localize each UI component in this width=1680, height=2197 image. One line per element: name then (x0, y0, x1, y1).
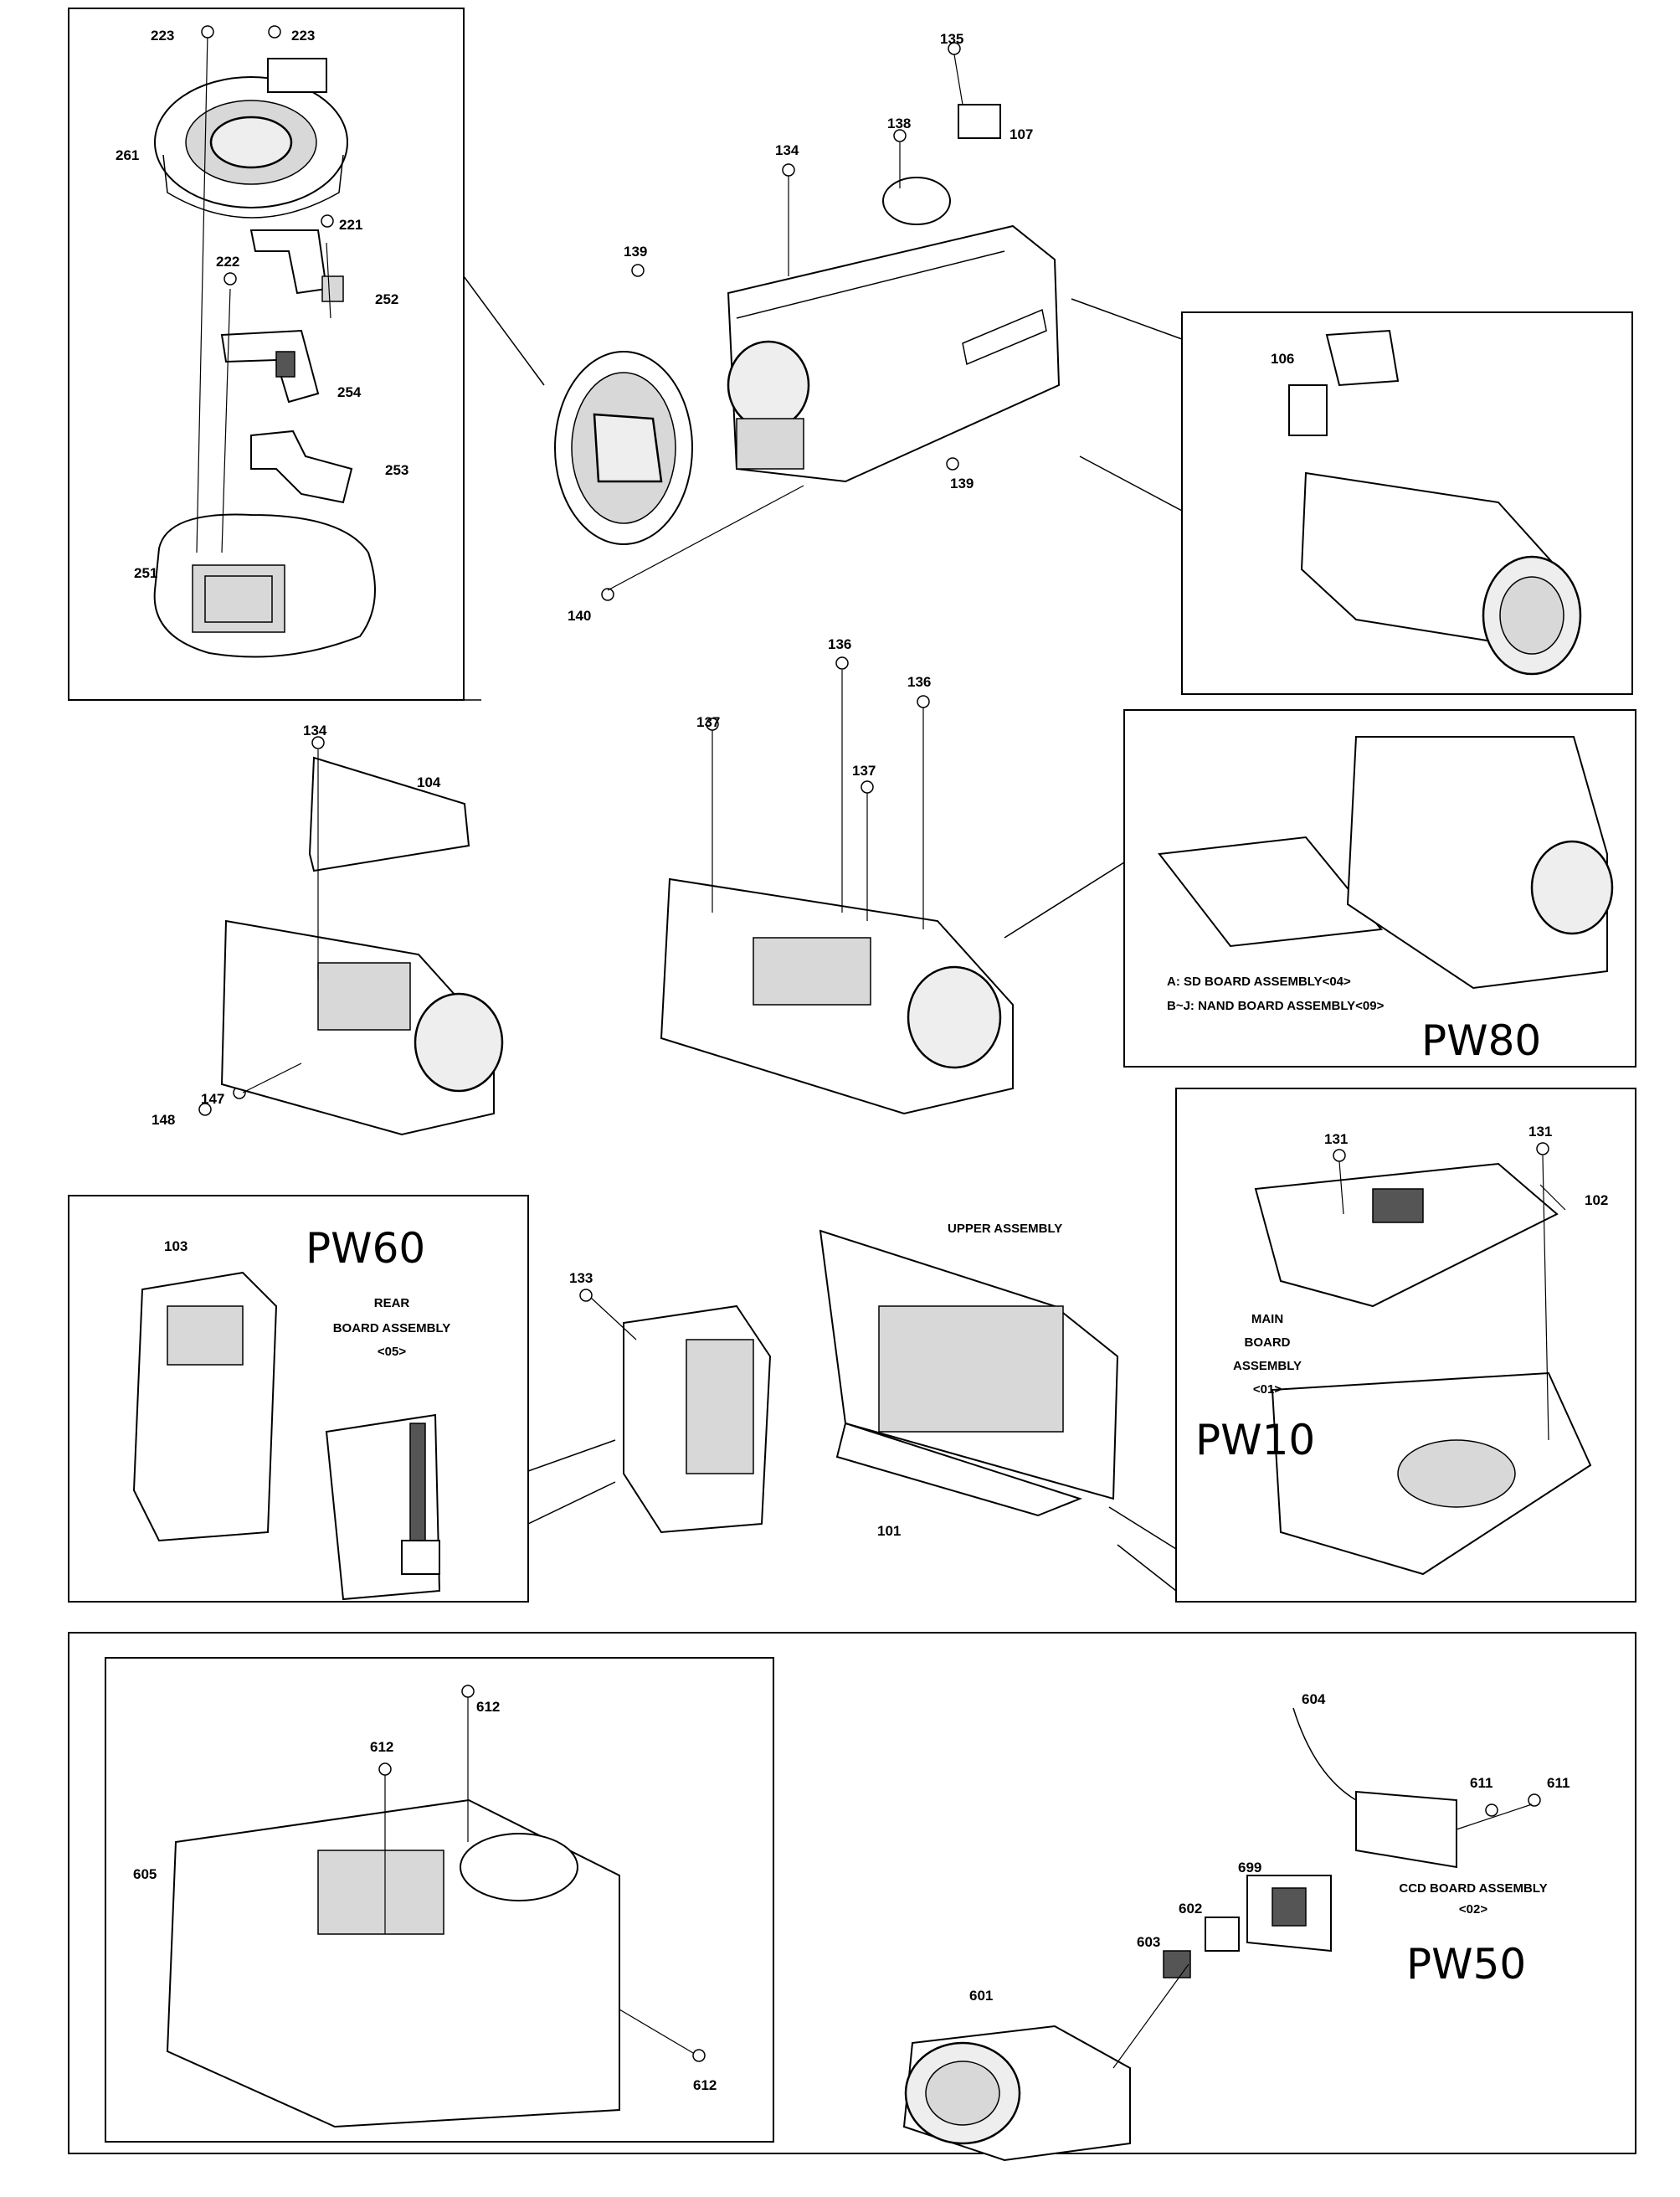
part-131b: 131 (1528, 1124, 1552, 1140)
part-253: 253 (385, 462, 408, 478)
part-603: 603 (1137, 1934, 1160, 1950)
part-602: 602 (1179, 1901, 1202, 1917)
part-601: 601 (969, 1988, 993, 2004)
label-main-3: ASSEMBLY (1233, 1359, 1302, 1373)
note-pw10: PW10 (1195, 1416, 1315, 1464)
part-104: 104 (417, 774, 441, 790)
part-136b: 136 (907, 674, 931, 690)
screws (198, 25, 1549, 2062)
part-612c: 612 (693, 2077, 717, 2093)
label-ccd-1: CCD BOARD ASSEMBLY (1399, 1881, 1547, 1896)
part-252: 252 (375, 291, 398, 307)
lens-barrel-group (153, 33, 376, 658)
upper-assembly-group (819, 1229, 1119, 1517)
nand-board-group (1158, 736, 1614, 990)
part-133: 133 (569, 1270, 593, 1286)
part-612b: 612 (370, 1739, 393, 1755)
label-main-1: MAIN (1251, 1312, 1283, 1326)
frame-104-group (220, 749, 504, 1136)
part-131a: 131 (1324, 1131, 1348, 1147)
part-148: 148 (152, 1112, 175, 1128)
part-223a: 223 (151, 28, 174, 44)
frame-lens-barrel (68, 8, 465, 701)
part-251: 251 (134, 565, 157, 581)
part-147: 147 (201, 1091, 224, 1107)
part-135: 135 (940, 31, 963, 47)
part-103: 103 (164, 1238, 188, 1254)
part-139b: 139 (950, 476, 974, 491)
label-rear-1: REAR (374, 1296, 410, 1310)
part-261: 261 (116, 147, 139, 163)
part-699: 699 (1238, 1860, 1261, 1875)
part-139a: 139 (624, 244, 647, 260)
part-106: 106 (1271, 351, 1294, 367)
part-221: 221 (339, 217, 362, 233)
label-nand-board: B~J: NAND BOARD ASSEMBLY<09> (1167, 999, 1385, 1013)
note-pw80: PW80 (1421, 1016, 1541, 1065)
part-223b: 223 (291, 28, 315, 44)
callout-lines (463, 275, 1183, 1592)
frame-rear-board (68, 1195, 529, 1603)
frame-ccd-block (68, 1632, 1636, 2154)
chassis-middle-group (660, 670, 1014, 1115)
part-101: 101 (877, 1523, 901, 1539)
part-136a: 136 (828, 636, 851, 652)
part-137a: 137 (696, 714, 720, 730)
frame-top-cover (1181, 311, 1633, 695)
note-pw50: PW50 (1406, 1940, 1526, 1989)
part-612a: 612 (476, 1699, 500, 1715)
part-254: 254 (337, 384, 362, 400)
camera-body-top (554, 54, 1061, 591)
frame-main-board (1175, 1088, 1636, 1603)
label-upper-assembly: UPPER ASSEMBLY (948, 1222, 1062, 1236)
ccd-block-group (902, 1707, 1533, 2162)
label-ccd-2: <02> (1459, 1902, 1487, 1917)
part-137b: 137 (852, 763, 876, 779)
note-pw60: PW60 (306, 1224, 425, 1273)
part-222: 222 (216, 254, 239, 270)
side-cover-group (590, 1297, 772, 1534)
part-102: 102 (1585, 1192, 1608, 1208)
chassis-detail-group (166, 1697, 694, 2128)
part-605: 605 (133, 1866, 157, 1882)
label-sd-board: A: SD BOARD ASSEMBLY<04> (1167, 975, 1351, 989)
part-140: 140 (568, 608, 591, 624)
part-604: 604 (1302, 1691, 1326, 1707)
handwritten-notes: PW80 PW60 PW10 PW50 (306, 1016, 1541, 1989)
main-board-group (1254, 1155, 1592, 1576)
label-main-4: <01> (1253, 1382, 1282, 1397)
part-107: 107 (1010, 126, 1033, 142)
label-main-2: BOARD (1245, 1335, 1291, 1350)
rear-board-group (132, 1271, 441, 1601)
label-rear-2: BOARD ASSEMBLY (333, 1321, 451, 1335)
part-labels: 223 223 261 221 222 252 254 253 251 135 … (116, 28, 1608, 2093)
part-134b: 134 (303, 723, 327, 738)
part-138: 138 (887, 116, 911, 131)
label-rear-3: <05> (378, 1345, 406, 1359)
part-611a: 611 (1470, 1775, 1492, 1791)
part-134a: 134 (775, 142, 799, 158)
assembly-labels: A: SD BOARD ASSEMBLY<04> B~J: NAND BOARD… (333, 975, 1548, 1917)
part-611b: 611 (1547, 1775, 1570, 1791)
top-cover-group (1288, 329, 1582, 676)
frame-chassis-detail (105, 1657, 774, 2143)
frame-nand-board (1123, 709, 1636, 1068)
